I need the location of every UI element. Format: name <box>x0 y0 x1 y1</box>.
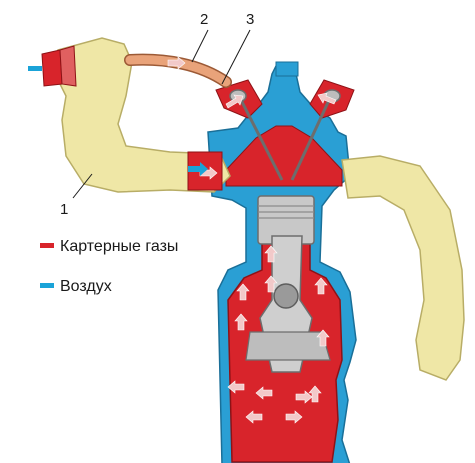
callout-2: 2 <box>200 11 208 28</box>
legend-label-crankcase-gas: Картерные газы <box>60 238 178 255</box>
legend-swatch-crankcase-gas <box>40 243 54 248</box>
air-inlet-marker <box>28 66 42 71</box>
exhaust-duct <box>342 156 464 380</box>
callout-1: 1 <box>60 201 68 218</box>
legend-swatch-air <box>40 283 54 288</box>
legend-label-air: Воздух <box>60 278 112 295</box>
legend: Картерные газы Воздух <box>40 238 178 295</box>
callout-3: 3 <box>246 11 254 28</box>
